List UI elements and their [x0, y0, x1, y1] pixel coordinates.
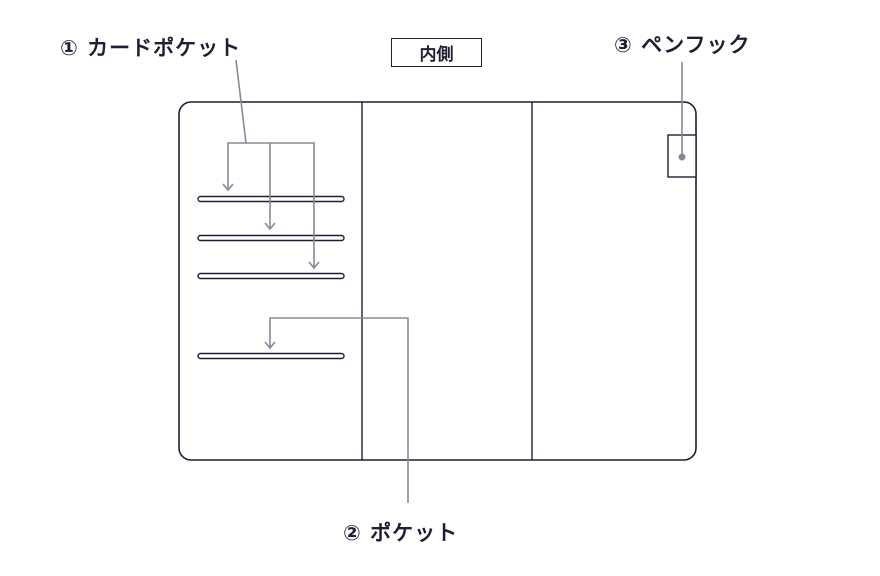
arrow-head-4	[264, 341, 276, 350]
card-slot	[197, 272, 345, 280]
card-pocket-leader	[235, 59, 247, 144]
arrow-head-3	[308, 261, 320, 270]
card-pocket-label: ① カードポケット	[60, 36, 242, 60]
pocket-slot	[197, 352, 345, 360]
pocket-label: ② ポケット	[343, 521, 459, 545]
arrow-head-2	[264, 222, 276, 231]
pocket-leader	[269, 317, 409, 503]
card-slot	[197, 234, 345, 242]
card-slot	[197, 195, 345, 203]
cover-outline	[178, 101, 697, 461]
pen-hook-label: ③ ペンフック	[614, 33, 751, 57]
card-pocket-branch	[227, 142, 315, 268]
arrow-head-1	[222, 183, 234, 192]
inside-label: 内側	[391, 38, 482, 67]
pen-hook-dot	[678, 153, 686, 161]
